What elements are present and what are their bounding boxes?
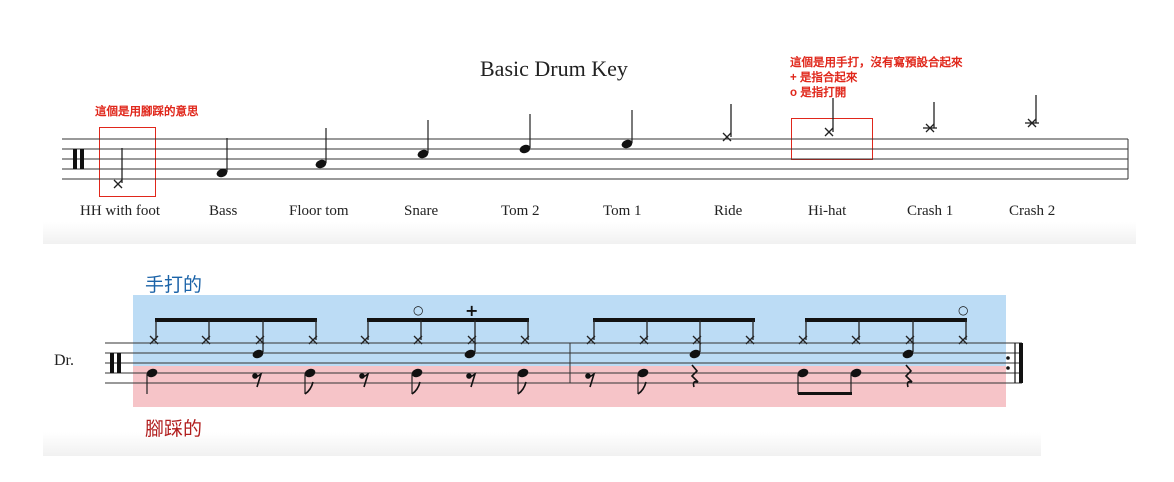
- foot-annotation: 這個是用腳踩的意思: [95, 106, 199, 118]
- key-label-bass: Bass: [209, 203, 238, 219]
- foot-highlight-box: [99, 127, 156, 197]
- key-label-floor-tom: Floor tom: [289, 203, 349, 219]
- key-note-hh-foot: [113, 148, 123, 189]
- foot-label: 腳踩的: [145, 418, 203, 440]
- key-note-tom-1: [621, 110, 633, 149]
- end-repeat-barline: [1006, 343, 1023, 383]
- key-label-crash-1: Crash 1: [907, 203, 954, 219]
- key-note-crash-1: [923, 102, 937, 133]
- snare-notes: [252, 349, 914, 359]
- key-label-hi-hat: Hi-hat: [808, 203, 847, 219]
- bass-drum-notes: [146, 368, 862, 395]
- key-note-crash-2: [1025, 95, 1039, 128]
- key-label-ride: Ride: [714, 203, 743, 219]
- key-label-crash-2: Crash 2: [1009, 203, 1056, 219]
- open-hihat-mark: ○: [413, 303, 423, 317]
- drum-key-panel: [43, 0, 1136, 244]
- key-label-hh-foot: HH with foot: [80, 203, 160, 219]
- rests: [252, 364, 913, 388]
- key-note-bass: [216, 138, 228, 178]
- score-clef: [110, 353, 121, 373]
- drum-key-title: Basic Drum Key: [480, 56, 628, 81]
- percussion-clef: [73, 149, 84, 169]
- hand-annotation-line: 這個是用手打，沒有寫預設合起來: [790, 57, 963, 69]
- panel-shadow: [43, 432, 1041, 456]
- key-note-tom-2: [519, 114, 531, 154]
- instrument-label: Dr.: [54, 352, 74, 369]
- panel-shadow: [43, 222, 1136, 244]
- key-note-snare: [417, 120, 429, 159]
- key-note-floor-tom: [315, 128, 327, 169]
- score-staff: [105, 342, 1022, 384]
- hihat-beams: [155, 318, 967, 322]
- key-label-snare: Snare: [404, 203, 439, 219]
- key-label-tom-2: Tom 2: [501, 203, 540, 219]
- hand-annotation-line: o 是指打開: [790, 87, 847, 99]
- open-hihat-mark: ○: [958, 303, 968, 317]
- key-label-tom-1: Tom 1: [603, 203, 642, 219]
- articulation-marks: ○ + ○: [413, 301, 968, 320]
- hand-annotation: 這個是用手打，沒有寫預設合起來 + 是指合起來 o 是指打開: [790, 56, 963, 101]
- hand-label: 手打的: [145, 274, 203, 296]
- hand-annotation-line: + 是指合起來: [790, 72, 858, 84]
- hihat-notes: [149, 320, 968, 352]
- closed-hihat-mark: +: [465, 301, 478, 320]
- key-note-hi-hat: [824, 98, 834, 137]
- key-note-ride: [722, 104, 732, 142]
- key-staff: [62, 138, 1129, 180]
